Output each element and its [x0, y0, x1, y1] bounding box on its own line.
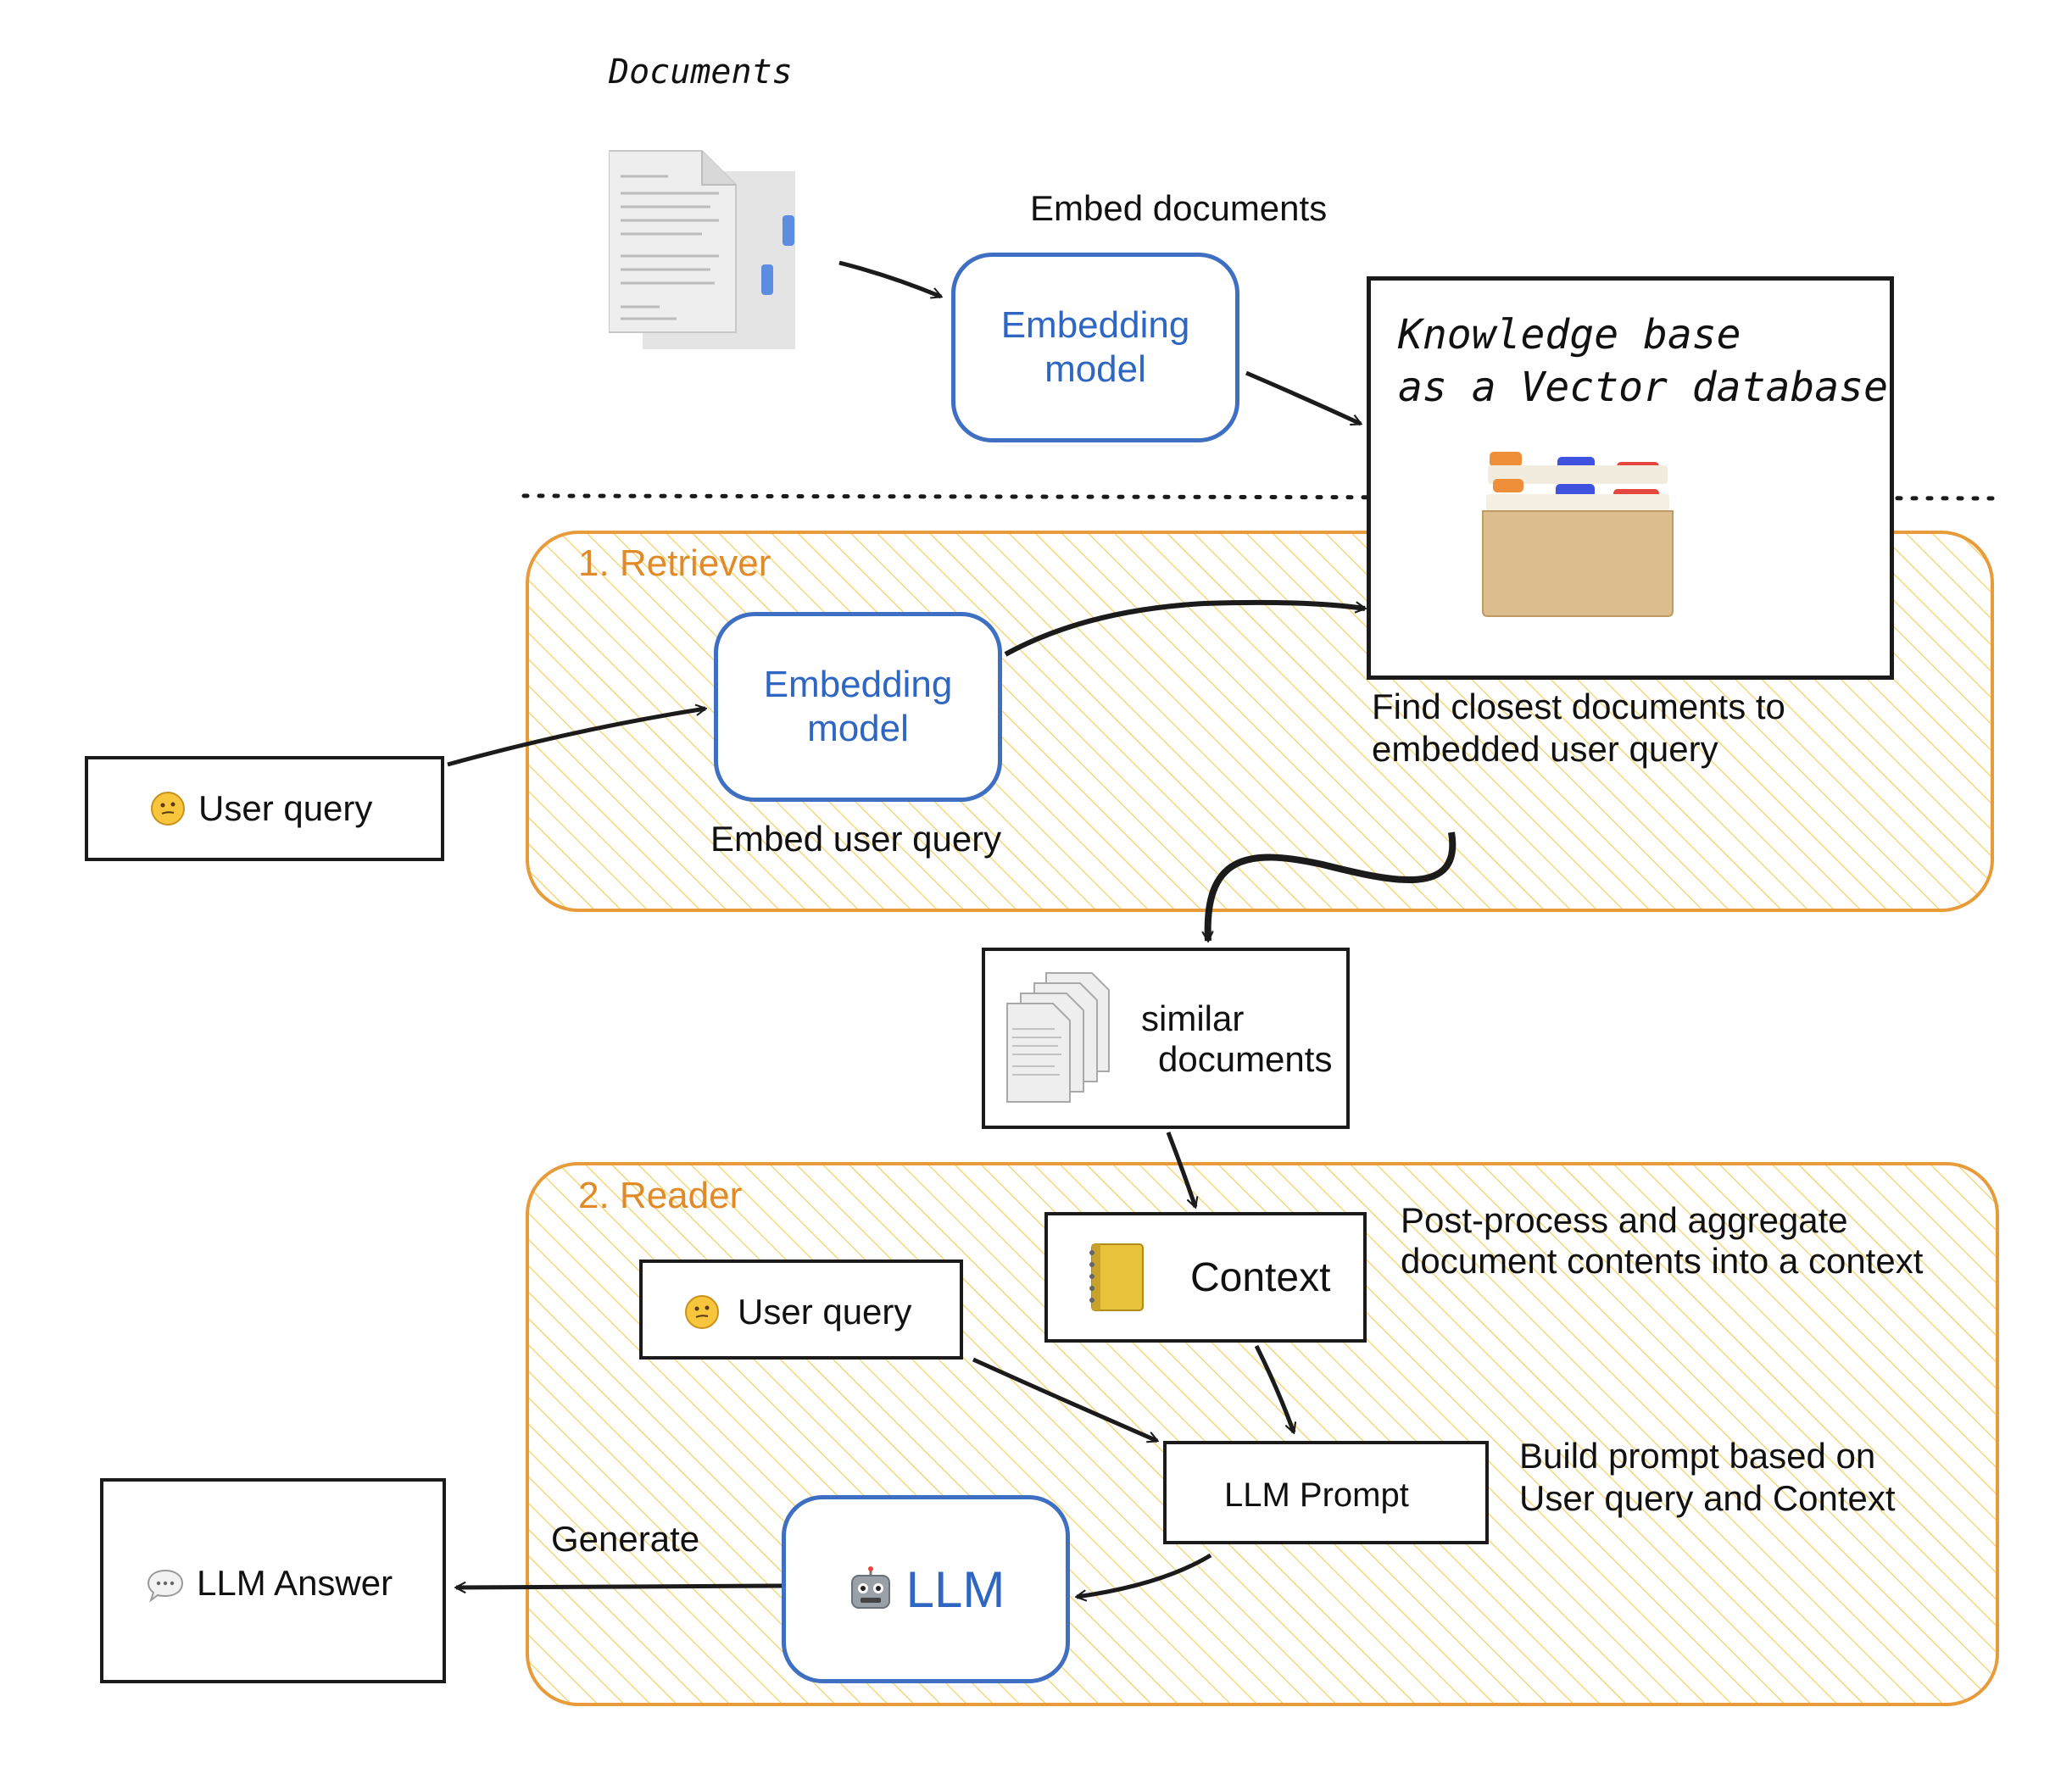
reader-stage-title: 2. Reader — [578, 1175, 743, 1216]
embed-user-query-label: Embed user query — [710, 819, 1002, 859]
retriever-stage-title: 1. Retriever — [578, 542, 771, 584]
thinking-face-icon — [685, 1295, 719, 1329]
arrow-user-query-to-embedding — [447, 709, 705, 767]
post-process-line2: document contents into a context — [1401, 1241, 1924, 1281]
arrow-user-query-to-prompt — [972, 1357, 1157, 1441]
arrow-llm-to-answer — [456, 1586, 783, 1588]
embedding-model-line2: model — [1044, 348, 1146, 390]
embedding-model-retriever: Embedding model — [714, 612, 1002, 802]
arrow-prompt-to-llm — [1077, 1553, 1212, 1597]
embedding-model-retriever-line1: Embedding — [763, 664, 953, 705]
build-prompt-line2: User query and Context — [1519, 1478, 1896, 1518]
build-prompt-line1: Build prompt based on — [1519, 1436, 1876, 1476]
documents-label: Documents — [609, 53, 793, 92]
knowledge-base-line1: Knowledge base — [1398, 311, 1741, 359]
reader-user-query-label: User query — [738, 1292, 912, 1332]
user-query-input-box: User query — [85, 756, 444, 861]
document-stack-icon — [1006, 972, 1110, 1103]
arrow-context-to-prompt — [1254, 1344, 1294, 1432]
embedding-model-retriever-line2: model — [807, 708, 909, 749]
embed-documents-label: Embed documents — [1030, 188, 1328, 228]
document-stack-icon — [609, 150, 795, 349]
arrow-documents-to-embedding — [838, 260, 941, 297]
knowledge-base-line2: as a Vector database — [1398, 364, 1888, 411]
notebook-icon — [1089, 1243, 1144, 1311]
post-process-line1: Post-process and aggregate — [1401, 1200, 1848, 1240]
context-box: Context — [1044, 1212, 1367, 1343]
robot-icon — [850, 1566, 890, 1609]
speech-bubble-icon — [147, 1569, 184, 1603]
llm-answer-box: LLM Answer — [100, 1478, 446, 1683]
arrow-embedding-to-knowledge-base — [1245, 370, 1361, 426]
reader-user-query-box: User query — [639, 1260, 963, 1360]
llm-answer-label: LLM Answer — [197, 1563, 393, 1603]
llm-label: LLM — [905, 1560, 1005, 1618]
find-closest-line1: Find closest documents to — [1372, 687, 1785, 726]
llm-prompt-label: LLM Prompt — [1224, 1476, 1409, 1514]
user-query-label: User query — [198, 788, 373, 828]
embedding-model-line1: Embedding — [1000, 304, 1190, 346]
similar-documents-line1: similar — [1141, 998, 1245, 1038]
embedding-model-indexing: Embedding model — [951, 253, 1239, 442]
llm-prompt-box: LLM Prompt — [1163, 1441, 1489, 1544]
similar-documents-box: similar documents — [982, 948, 1350, 1129]
context-label: Context — [1190, 1255, 1331, 1300]
arrow-embedding-to-knowledge-base-query — [1004, 599, 1365, 657]
similar-documents-line2: documents — [1158, 1039, 1333, 1079]
thinking-face-icon — [151, 792, 185, 826]
card-file-box-icon — [1482, 452, 1674, 617]
knowledge-base-box: Knowledge base as a Vector database — [1367, 276, 1894, 680]
llm-box: LLM — [782, 1495, 1070, 1683]
find-closest-line2: embedded user query — [1372, 729, 1718, 769]
arrow-similar-docs-to-context — [1166, 1132, 1195, 1207]
generate-label: Generate — [551, 1519, 700, 1559]
arrow-find-closest-to-similar-docs — [1208, 831, 1457, 941]
